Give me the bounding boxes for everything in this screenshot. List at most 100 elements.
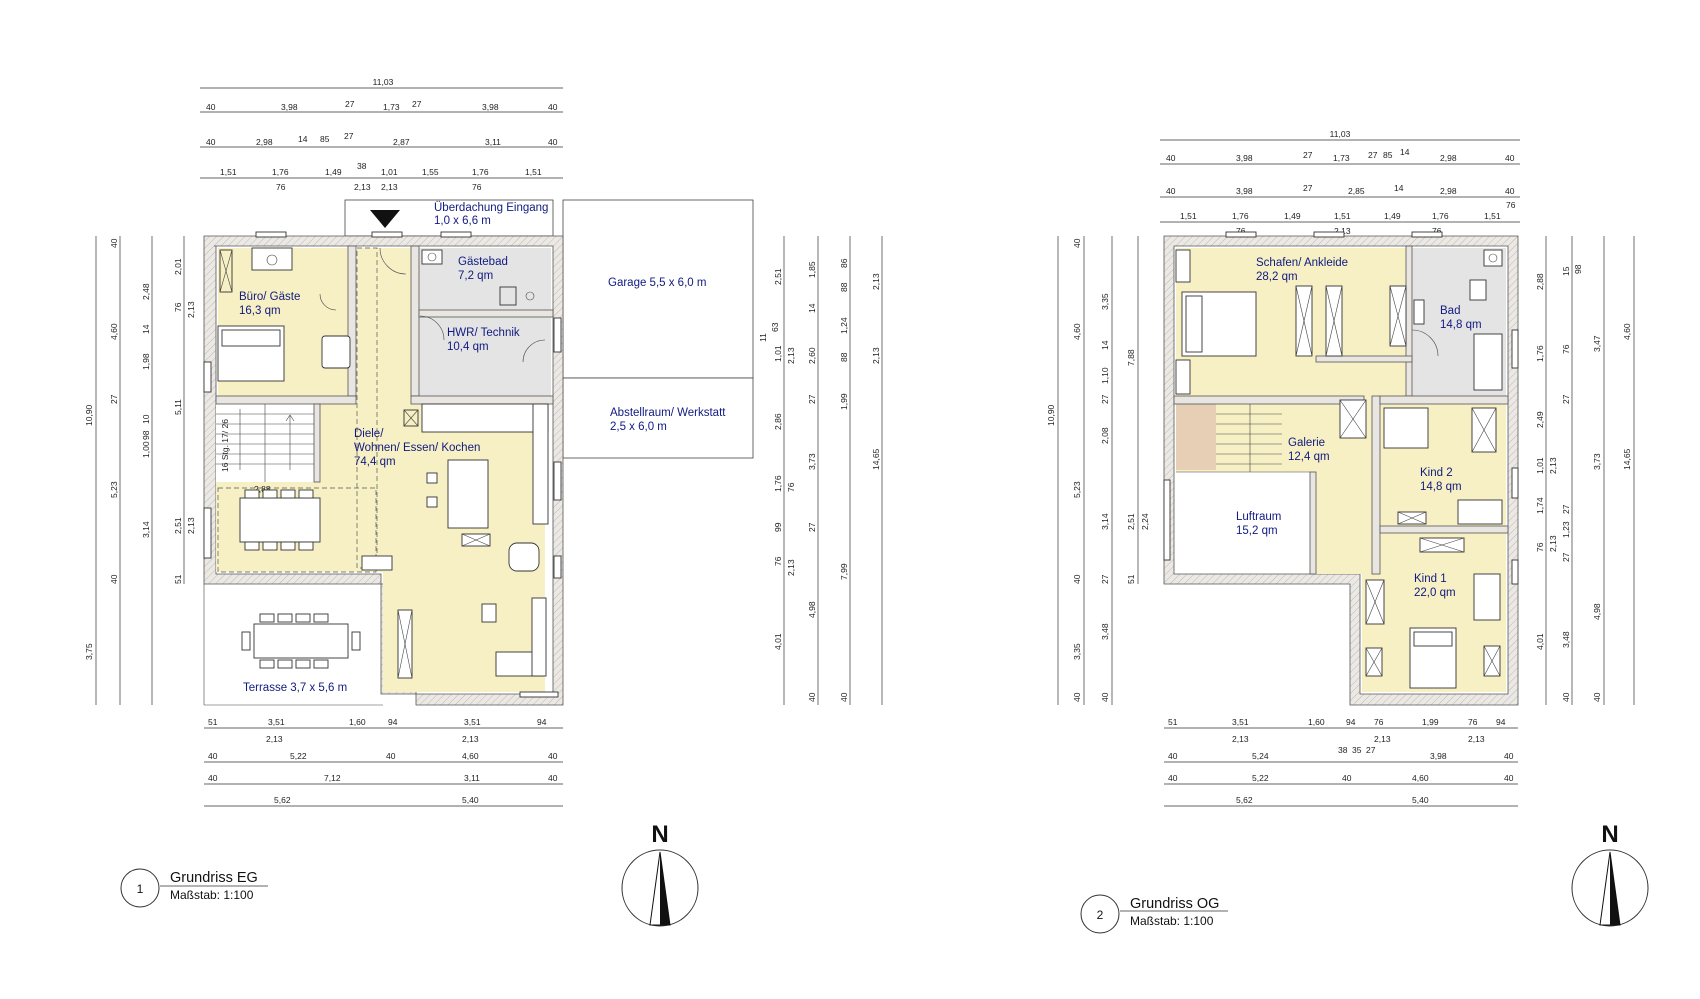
dim: 4,98 bbox=[1592, 603, 1602, 620]
dim: 76 bbox=[1535, 542, 1545, 552]
dim: 3,98 bbox=[482, 102, 499, 112]
dim: 38 bbox=[357, 161, 367, 171]
dim: 2,13 bbox=[462, 734, 479, 744]
dim: 27 bbox=[1100, 394, 1110, 404]
room-name: HWR/ Technik bbox=[447, 327, 520, 339]
dim: 85 bbox=[320, 134, 330, 144]
dim: 3,73 bbox=[807, 453, 817, 470]
dim: 2,13 bbox=[871, 347, 881, 364]
dim: 40 bbox=[1100, 692, 1110, 702]
dim: 2,13 bbox=[786, 347, 796, 364]
dim: 2,60 bbox=[807, 347, 817, 364]
dim: 40 bbox=[1561, 692, 1571, 702]
plan-title: Grundriss OG bbox=[1130, 896, 1219, 912]
entrance-arrow-icon bbox=[370, 210, 400, 228]
room-area: 74,4 qm bbox=[354, 456, 396, 468]
dim: 5,40 bbox=[1412, 795, 1429, 805]
dim: 10,90 bbox=[84, 404, 94, 426]
dim: 2,13 bbox=[186, 301, 196, 318]
dim: 85 bbox=[1383, 150, 1393, 160]
dim: 76 bbox=[1506, 200, 1516, 210]
dim: 1,74 bbox=[1535, 497, 1545, 514]
dim: 2,98 bbox=[256, 137, 273, 147]
dim: 99 bbox=[773, 522, 783, 532]
dim: 76 bbox=[1468, 717, 1478, 727]
dim: 86 bbox=[839, 258, 849, 268]
stair-width: 2,88 bbox=[254, 484, 271, 494]
dim: 7,12 bbox=[324, 773, 341, 783]
dim: 2,98 bbox=[1440, 186, 1457, 196]
eg-north-arrow-icon: N bbox=[621, 821, 699, 927]
dim: 2,85 bbox=[1348, 186, 1365, 196]
dim: 3,48 bbox=[1100, 623, 1110, 640]
og-north-arrow-icon: N bbox=[1571, 821, 1649, 927]
dim: 40 bbox=[1166, 153, 1176, 163]
dim: 3,35 bbox=[1072, 643, 1082, 660]
room-area: 10,4 qm bbox=[447, 341, 489, 353]
room-name: Terrasse 3,7 x 5,6 m bbox=[243, 682, 347, 694]
dim: 76 bbox=[773, 556, 783, 566]
plan-eg: 11,03 40 3,98 27 1,73 27 3,98 40 40 2,98… bbox=[84, 77, 883, 927]
dim: 4,98 bbox=[807, 601, 817, 618]
dim: 3,98 bbox=[1236, 186, 1253, 196]
dim: 2,13 bbox=[1548, 457, 1558, 474]
dim: 40 bbox=[206, 137, 216, 147]
og-room-labels: Schafen/ Ankleide 28,2 qm Bad 14,8 qm Ga… bbox=[1236, 257, 1482, 599]
dim: 63 bbox=[770, 322, 780, 332]
dim: 2,13 bbox=[1232, 734, 1249, 744]
dim: 3,98 bbox=[281, 102, 298, 112]
room-luftraum bbox=[1176, 472, 1310, 572]
dim: 3,98 bbox=[1430, 751, 1447, 761]
room-area: 7,2 qm bbox=[458, 270, 493, 282]
dim: 3,11 bbox=[464, 773, 480, 783]
og-dims-top: 11,03 40 3,98 27 1,73 27 85 14 2,98 40 4… bbox=[1160, 129, 1520, 236]
dim: 15 bbox=[1561, 266, 1571, 276]
dim: 1,60 bbox=[1308, 717, 1325, 727]
og-dims-left: 10,90 4,60 40 3,35 14 1,10 7,88 27 2,08 … bbox=[1046, 236, 1150, 705]
stair-landing bbox=[1176, 404, 1216, 470]
garage-outline bbox=[562, 199, 754, 379]
dim: 76 bbox=[1236, 226, 1246, 236]
dim: 98 bbox=[141, 430, 151, 440]
dim: 14,65 bbox=[871, 448, 881, 470]
stair-label: 16 Stg. 17/ 26 bbox=[220, 419, 230, 472]
dim: 3,51 bbox=[1232, 717, 1249, 727]
wall bbox=[1405, 245, 1413, 397]
dim: 27 bbox=[1303, 150, 1313, 160]
dim: 1,73 bbox=[1333, 153, 1350, 163]
wall bbox=[418, 309, 554, 318]
wall bbox=[1379, 395, 1509, 405]
room-area: 1,0 x 6,6 m bbox=[434, 215, 491, 227]
dim: 10,90 bbox=[1046, 404, 1056, 426]
dim: 76 bbox=[1432, 226, 1442, 236]
dim: 40 bbox=[1072, 574, 1082, 584]
dim: 2,88 bbox=[1535, 273, 1545, 290]
dim: 3,75 bbox=[84, 643, 94, 660]
dim: 40 bbox=[109, 574, 119, 584]
room-area: 12,4 qm bbox=[1288, 451, 1330, 463]
room-diele-north bbox=[357, 248, 417, 406]
north-label: N bbox=[651, 821, 668, 848]
dim: 2,48 bbox=[141, 283, 151, 300]
wall bbox=[1309, 471, 1317, 575]
room-area: 15,2 qm bbox=[1236, 525, 1278, 537]
room-area: 22,0 qm bbox=[1414, 587, 1456, 599]
dim: 3,48 bbox=[1561, 631, 1571, 648]
dim: 40 bbox=[1072, 238, 1082, 248]
dim: 5,22 bbox=[1252, 773, 1269, 783]
dim: 1,51 bbox=[525, 167, 542, 177]
dim: 2,13 bbox=[1334, 226, 1351, 236]
wall bbox=[313, 403, 321, 483]
dim: 94 bbox=[1346, 717, 1356, 727]
dim: 10 bbox=[141, 414, 151, 424]
wall bbox=[347, 245, 357, 397]
dim: 1,01 bbox=[381, 167, 398, 177]
room-hwr bbox=[419, 316, 551, 396]
room-name: Galerie bbox=[1288, 437, 1325, 449]
dim: 1,76 bbox=[1535, 345, 1545, 362]
dim: 1,51 bbox=[1180, 211, 1197, 221]
north-label: N bbox=[1601, 821, 1618, 848]
dim: 2,13 bbox=[266, 734, 283, 744]
dim: 4,60 bbox=[1412, 773, 1429, 783]
dim: 27 bbox=[1561, 504, 1571, 514]
